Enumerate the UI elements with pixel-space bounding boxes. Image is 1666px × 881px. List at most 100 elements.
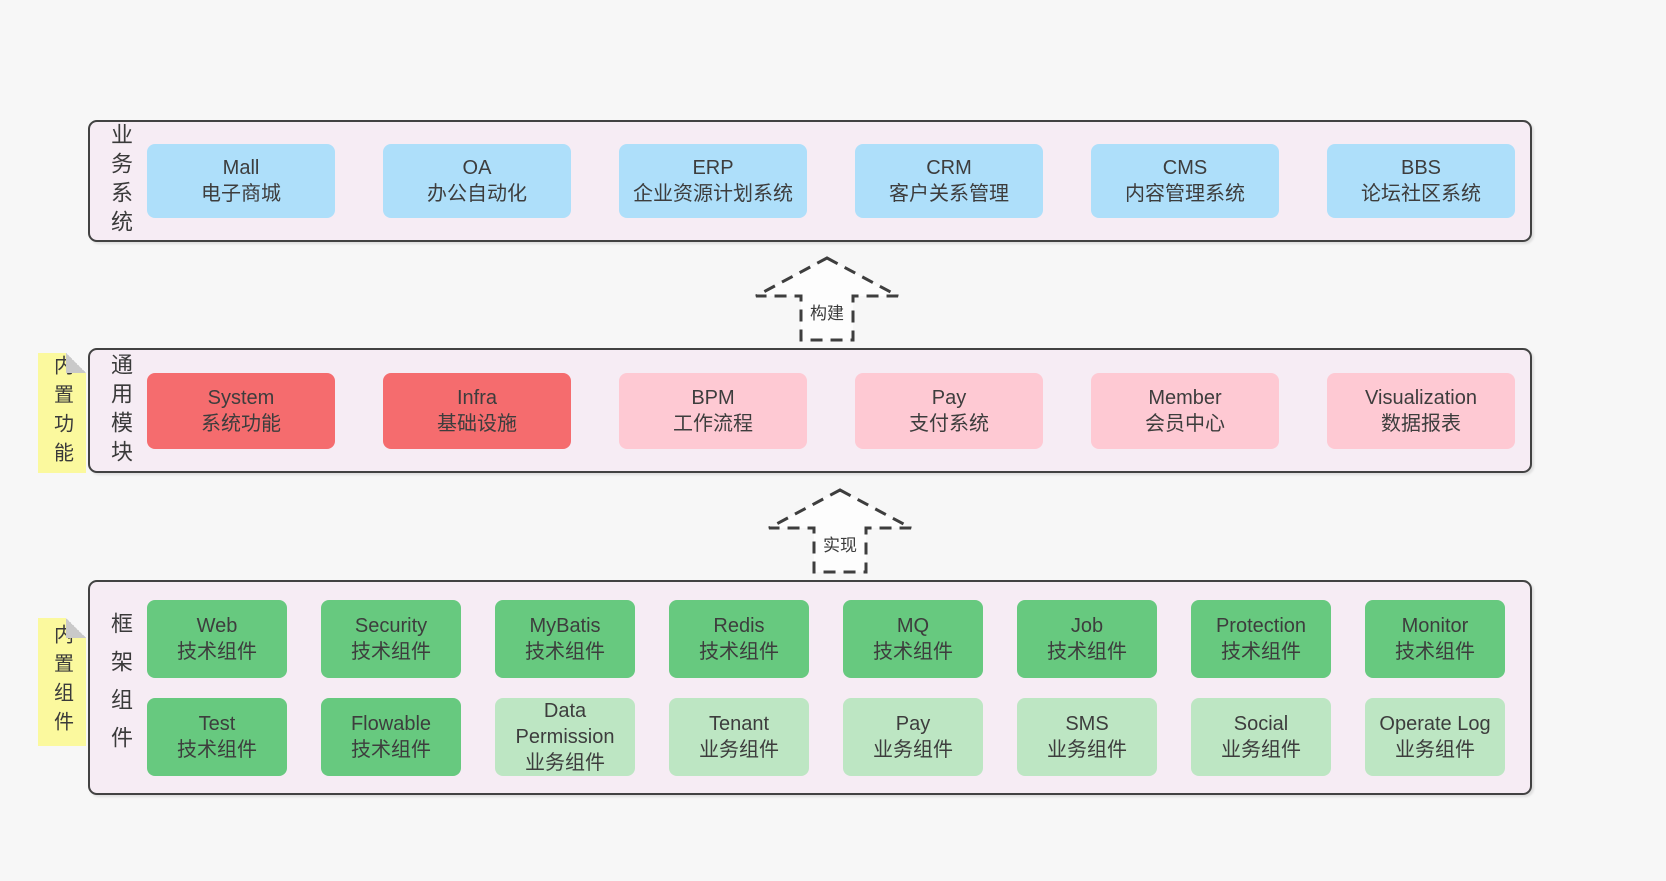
module-box-pay: Pay 支付系统: [855, 372, 1043, 449]
module-box-oa: OA 办公自动化: [383, 144, 571, 218]
module-box-tenant: Tenant 业务组件: [669, 697, 809, 776]
box-subtitle: 技术组件: [351, 738, 431, 761]
box-subtitle: 内容管理系统: [1125, 183, 1245, 205]
box-subtitle: 技术组件: [699, 640, 779, 663]
module-box-security: Security 技术组件: [321, 599, 461, 678]
box-title: Infra: [456, 386, 498, 409]
section-label: 框架组件: [108, 611, 133, 764]
box-grid-business: Mall 电子商城 OA 办公自动化 ERP 企业资源计划系统 CRM 客户关系管理 CMS 内容…: [90, 122, 1530, 240]
box-subtitle: 系统功能: [201, 412, 281, 435]
module-box-web: Web 技术组件: [147, 599, 287, 678]
box-subtitle: 业务组件: [1221, 738, 1301, 761]
box-title: Tenant: [708, 712, 770, 735]
box-subtitle: 技术组件: [1047, 640, 1127, 663]
section-label: 业务系统: [108, 123, 133, 239]
box-title: Social: [1233, 712, 1289, 735]
box-title: Redis: [713, 614, 765, 637]
arrow-implement: 实现: [765, 487, 915, 575]
box-title: Web: [196, 614, 238, 637]
box-title: CMS: [1162, 157, 1208, 179]
module-box-erp: ERP 企业资源计划系统: [619, 144, 807, 218]
box-subtitle: 技术组件: [177, 640, 257, 663]
module-box-cms: CMS 内容管理系统: [1091, 144, 1279, 218]
box-subtitle: 技术组件: [1221, 640, 1301, 663]
box-title: MQ: [896, 614, 930, 637]
sticky-note-built-in-features: 内置功能: [38, 353, 86, 473]
box-subtitle: 客户关系管理: [889, 183, 1009, 205]
dashed-up-arrow-icon: [755, 256, 899, 342]
box-subtitle: 技术组件: [873, 640, 953, 663]
box-title: CRM: [926, 157, 972, 179]
box-title: ERP: [692, 157, 734, 179]
box-title: Test: [198, 712, 236, 735]
box-subtitle: 会员中心: [1145, 412, 1225, 435]
box-subtitle: 支付系统: [909, 412, 989, 435]
module-box-operate-log: Operate Log 业务组件: [1365, 697, 1505, 776]
box-subtitle: 技术组件: [1395, 640, 1475, 663]
module-box-system: System 系统功能: [147, 372, 335, 449]
box-subtitle: 电子商城: [201, 183, 281, 205]
module-box-protection: Protection 技术组件: [1191, 599, 1331, 678]
box-title: System: [207, 386, 275, 409]
box-title: Pay: [895, 712, 931, 735]
box-title: Visualization: [1365, 386, 1477, 409]
box-subtitle: 工作流程: [673, 412, 753, 435]
box-subtitle: 办公自动化: [427, 183, 527, 205]
box-subtitle: 技术组件: [177, 738, 257, 761]
module-box-crm: CRM 客户关系管理: [855, 144, 1043, 218]
box-title: Job: [1070, 614, 1104, 637]
box-title: BPM: [691, 386, 735, 409]
module-box-sms: SMS 业务组件: [1017, 697, 1157, 776]
module-box-mall: Mall 电子商城: [147, 144, 335, 218]
sticky-note-built-in-components: 内置组件: [38, 618, 86, 746]
module-box-redis: Redis 技术组件: [669, 599, 809, 678]
box-title: OA: [462, 157, 492, 179]
section-business-systems: 业务系统 Mall 电子商城 OA 办公自动化 ERP 企业资源计划系统 CRM 客户关系管理…: [88, 120, 1532, 242]
box-subtitle: 业务组件: [1395, 738, 1475, 761]
section-label: 通用模块: [108, 352, 133, 469]
module-box-data-permission: Data Permission 业务组件: [495, 697, 635, 776]
box-title: Pay: [931, 386, 967, 409]
module-box-monitor: Monitor 技术组件: [1365, 599, 1505, 678]
box-title: Member: [1148, 386, 1222, 409]
module-box-pay: Pay 业务组件: [843, 697, 983, 776]
arrow-label: 实现: [765, 531, 915, 556]
box-subtitle: 技术组件: [351, 640, 431, 663]
box-title: Flowable: [350, 712, 432, 735]
box-subtitle: 论坛社区系统: [1361, 183, 1481, 205]
box-subtitle: 业务组件: [699, 738, 779, 761]
module-box-test: Test 技术组件: [147, 697, 287, 776]
box-title: Security: [354, 614, 428, 637]
module-box-member: Member 会员中心: [1091, 372, 1279, 449]
module-box-bbs: BBS 论坛社区系统: [1327, 144, 1515, 218]
box-title: Mall: [222, 157, 260, 179]
box-subtitle: 企业资源计划系统: [633, 183, 793, 205]
box-title: Operate Log: [1379, 712, 1491, 735]
box-title: Protection: [1215, 614, 1307, 637]
box-subtitle: 业务组件: [873, 738, 953, 761]
module-box-flowable: Flowable 技术组件: [321, 697, 461, 776]
module-box-job: Job 技术组件: [1017, 599, 1157, 678]
box-title: Data Permission: [515, 699, 615, 748]
box-subtitle: 数据报表: [1381, 412, 1461, 435]
box-row: Mall 电子商城 OA 办公自动化 ERP 企业资源计划系统 CRM 客户关系管理 CMS 内容…: [147, 144, 1530, 218]
box-title: SMS: [1065, 712, 1109, 735]
arrow-build: 构建: [752, 255, 902, 343]
arrow-label: 构建: [752, 299, 902, 324]
box-title: BBS: [1400, 157, 1442, 179]
module-box-visualization: Visualization 数据报表: [1327, 372, 1515, 449]
module-box-social: Social 业务组件: [1191, 697, 1331, 776]
module-box-bpm: BPM 工作流程: [619, 372, 807, 449]
box-subtitle: 技术组件: [525, 640, 605, 663]
box-subtitle: 业务组件: [1047, 738, 1127, 761]
box-title: Monitor: [1401, 614, 1469, 637]
box-subtitle: 业务组件: [525, 751, 605, 774]
